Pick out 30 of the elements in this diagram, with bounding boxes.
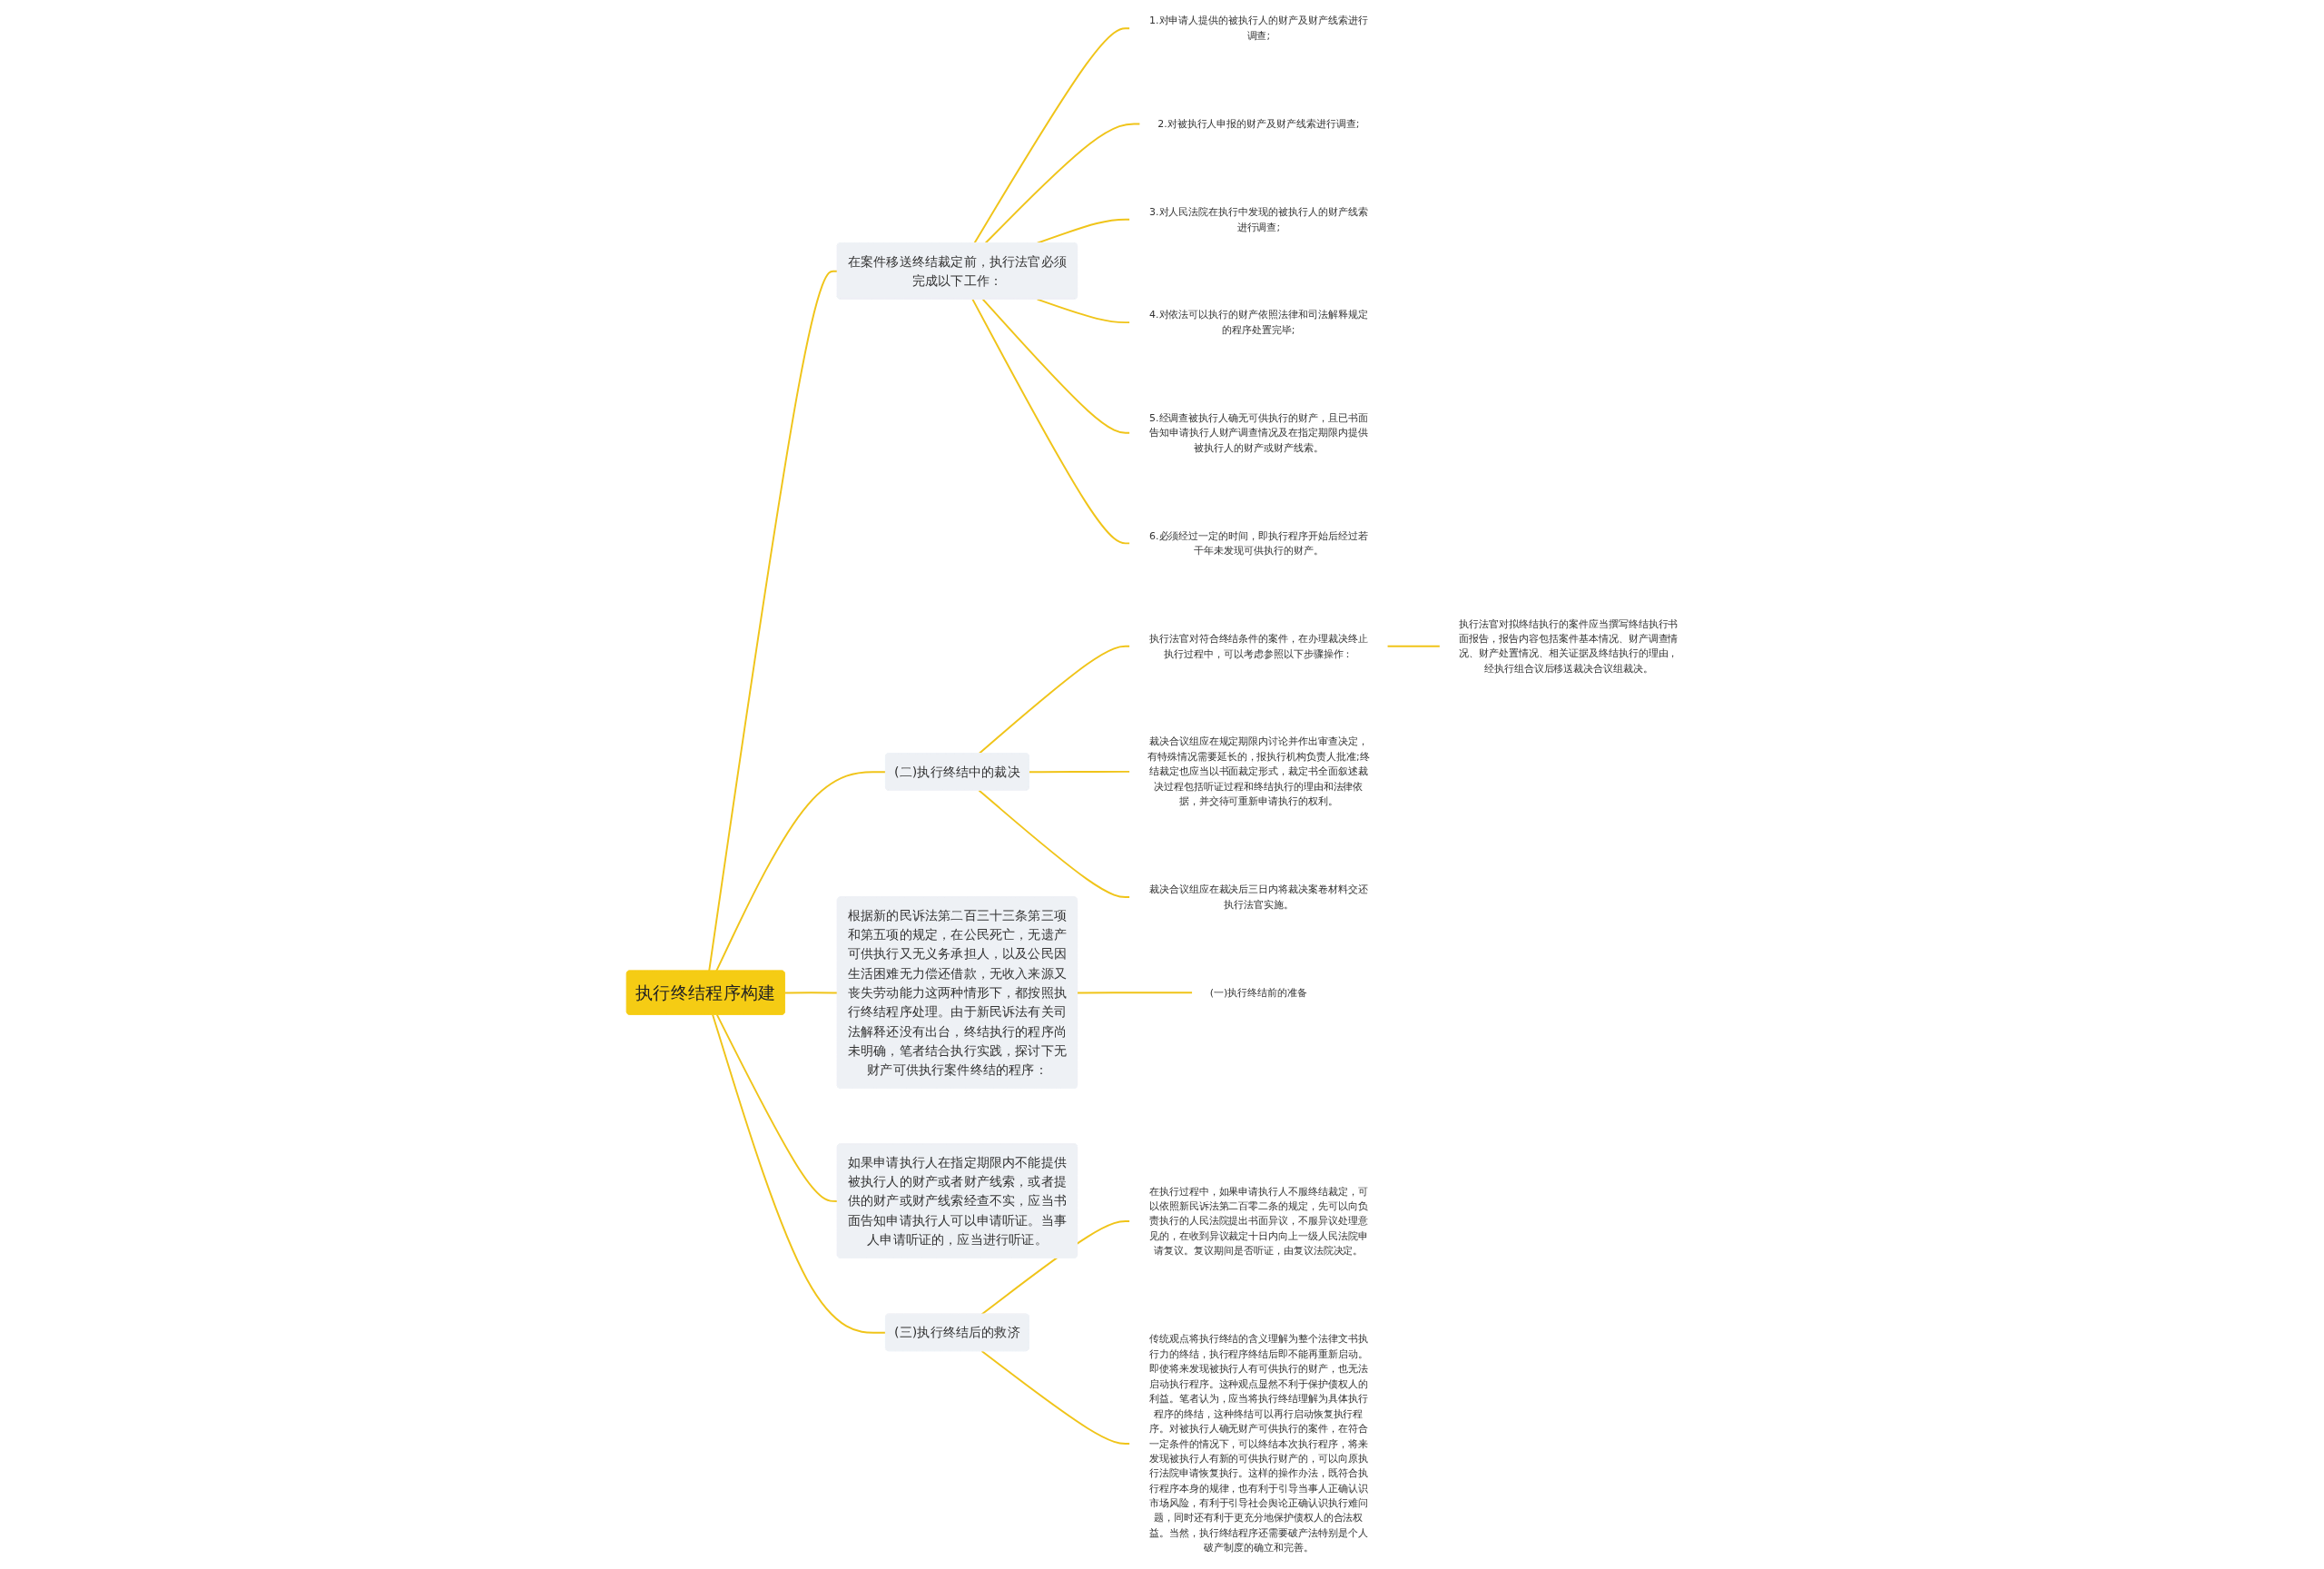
connector — [783, 992, 839, 994]
connector — [1036, 298, 1131, 324]
node-text: 2.对被执行人申报的财产及财产线索进行调查; — [1157, 117, 1360, 130]
node-text: 1.对申请人提供的被执行人的财产及财产线索进行调查; — [1149, 15, 1368, 42]
connector — [978, 789, 1131, 898]
connector — [1076, 992, 1194, 994]
node-text: 执行法官对拟终结执行的案件应当撰写终结执行书面报告，报告内容包括案件基本情况、财产调查情况、财产处置情况、相关证据及终结执行的理由，经执行组合议后移送裁决合议组裁决。 — [1459, 617, 1679, 675]
connector — [1028, 770, 1131, 774]
node-text: 裁决合议组应在裁决后三日内将裁决案卷材料交还执行法官实施。 — [1148, 883, 1368, 911]
node-text: 在执行过程中，如果申请执行人不服终结裁定，可以依照新民诉法第二百零二条的规定，先可以向负责执行的人民法院提出书面异议，不服异议处理意见的，在收到异议裁定十日内向上一级人民法院申请复议。复议期间是否听证，由复议法院决定。 — [1148, 1185, 1368, 1257]
connector — [1386, 645, 1442, 647]
node-text: 4.对依法可以执行的财产依照法律和司法解释规定的程序处置完毕; — [1149, 308, 1368, 336]
connector — [715, 1013, 839, 1202]
connector — [715, 771, 887, 972]
node-text: (一)执行终结前的准备 — [1209, 986, 1307, 999]
connector — [973, 27, 1131, 244]
node-text: 3.对人民法院在执行中发现的被执行人的财产线索进行调查; — [1149, 205, 1368, 232]
node-text: 裁决合议组应在规定期限内讨论并作出审查决定，有特殊情况需要延长的，报执行机构负责人批准;终结裁定也应当以书面裁定形式，裁定书全面叙述裁决过程包括听证过程和终结执行的理由和法律依据，并交待可重新申请执行的权利。 — [1147, 735, 1370, 807]
node-text: 6.必须经过一定的时间，即执行程序开始后经过若干年未发现可供执行的财产。 — [1149, 529, 1368, 557]
connector — [978, 645, 1131, 755]
connector — [1036, 218, 1131, 244]
node-text: 5.经调查被执行人确无可供执行的财产，且已书面告知申请执行人财产调查情况及在指定期限内提供被执行人的财产或财产线索。 — [1148, 411, 1368, 454]
connector — [980, 1350, 1131, 1445]
connector — [708, 270, 839, 972]
connector — [984, 123, 1141, 244]
connector — [712, 1013, 887, 1334]
connector — [971, 298, 1131, 545]
node-text: 传统观点将执行终结的含义理解为整个法律文书执行力的终结，执行程序终结后即不能再重新启动。即使将来发现被执行人有可供执行的财产，也无法启动执行程序。这种观点显然不利于保护债权人的利益。笔者认为，应当将执行终结理解为具体执行程序的终结，这种终结可以再行启动恢复执行程序。对被执行人确无财产可供执行的案件，在符合一定条件的情况下，可以终结本次执行程序，将来发现被执行人有新的可供执行财产的，可以向原执行法院申请恢复执行。这样的操作办法，既符合执行程序本身的规律，也有利于引导当事人正确认识市场风险，有利于引导社会舆论正确认识执行难问题，同时还有利于更充分地保护债权人的合法权益。当然，执行终结程序还需要破产法特别是个人破产制度的确立和完善。 — [1148, 1332, 1368, 1554]
node-text: 执行法官对符合终结条件的案件，在办理裁决终止执行过程中，可以考虑参照以下步骤操作： — [1148, 632, 1368, 659]
connector — [981, 298, 1131, 434]
